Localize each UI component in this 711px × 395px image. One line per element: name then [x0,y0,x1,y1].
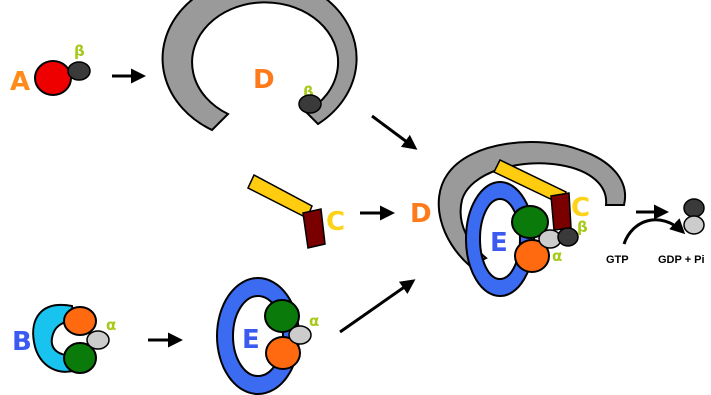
component-a-group: A β [10,42,91,97]
red-subunit [34,60,72,96]
light-ball-product [683,215,705,235]
label-c-2: C [571,193,590,223]
component-b-group: B α [12,303,116,374]
curved-arrow-gtp [622,218,686,245]
arrow-d-to-complex [371,114,418,150]
beta-subunit [67,61,91,81]
label-d-1: D [253,65,275,95]
orange-subunit-e [265,336,301,370]
label-e-1: E [242,325,260,355]
grey-arc-complex [437,141,627,268]
green-subunit-b [63,342,97,374]
maroon-block-complex [550,192,572,231]
assembled-complex: E C α β [437,141,627,297]
label-d-2: D [410,199,432,229]
yellow-rod-complex [492,159,567,206]
label-alpha-2: α [309,312,319,330]
beta-subunit-d [298,94,322,114]
grey-arc-d [161,0,358,132]
green-subunit-complex [511,205,549,239]
dark-ball-product [683,198,705,218]
label-alpha-3: α [552,247,562,265]
beta-subunit-complex [557,227,579,247]
component-e-group: E α [215,277,319,395]
orange-subunit-b [63,306,97,336]
alpha-subunit-b [86,330,110,350]
green-subunit-e [264,299,300,333]
component-d-top: D β [161,0,358,132]
alpha-subunit-e [288,325,312,345]
label-beta-3: β [577,218,588,236]
label-alpha-1: α [106,316,116,334]
arrow-e-to-complex [339,279,416,334]
label-c-1: C [326,207,345,237]
label-beta-1: β [74,42,85,60]
maroon-block [302,208,326,249]
orange-subunit-complex [514,239,550,273]
label-b: B [12,327,32,357]
label-gtp: GTP [606,254,629,266]
yellow-rod [247,173,313,220]
component-c-group: C [247,173,345,249]
label-a: A [10,67,30,97]
label-gdp-pi: GDP + Pi [658,254,705,266]
label-beta-2: β [303,83,314,101]
label-e-2: E [490,228,508,258]
